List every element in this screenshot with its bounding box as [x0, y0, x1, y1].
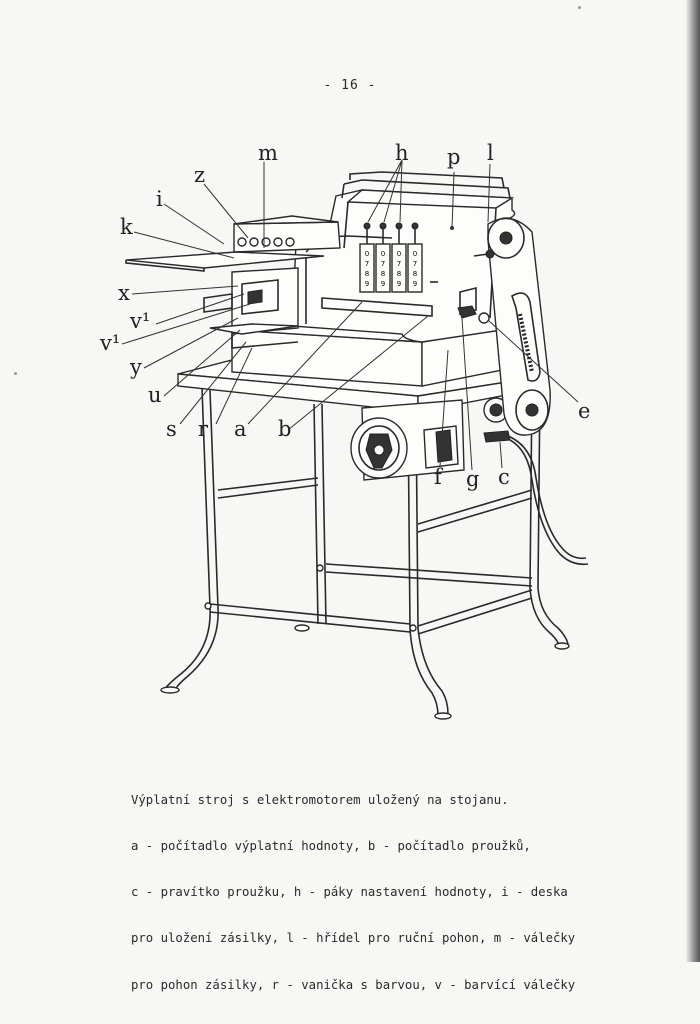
label-f: f: [434, 465, 444, 489]
counter-digit: 9: [365, 280, 369, 288]
figure-labels: m h p l z i k x v¹ v¹ y u s r a b e f g …: [99, 141, 590, 491]
figure-caption: Výplatní stroj s elektromotorem uložený …: [131, 762, 651, 1024]
leader-lines: [121, 159, 579, 471]
label-e: e: [578, 399, 590, 423]
label-b: b: [278, 417, 291, 441]
label-k: k: [120, 215, 133, 239]
caption-line: c - pravítko proužku, h - páky nastavení…: [131, 885, 568, 900]
label-i: i: [156, 187, 163, 211]
caption-line: Výplatní stroj s elektromotorem uložený …: [131, 792, 509, 807]
counter-digit: 8: [397, 270, 401, 278]
label-l: l: [487, 141, 494, 165]
counter-digit: 7: [365, 260, 369, 268]
counter-digit: 8: [365, 270, 369, 278]
counter-digit: 8: [381, 270, 385, 278]
value-counter: 0 7 8 9 0 7 8 9 0 7 8 9 0 7 8 9: [359, 222, 423, 293]
label-a: a: [234, 417, 247, 441]
stand: [160, 383, 570, 720]
label-h: h: [395, 141, 409, 165]
scan-speck: [14, 372, 17, 375]
caption-line: a - počítadlo výplatní hodnoty, b - počí…: [131, 839, 531, 854]
caption-line: pro uložení zásilky, l - hřídel pro ručn…: [131, 931, 576, 946]
page-edge-shadow: [686, 0, 700, 962]
counter-digit: 7: [381, 260, 385, 268]
label-z: z: [194, 163, 205, 187]
label-p: p: [447, 145, 460, 169]
label-y: y: [129, 355, 142, 379]
counter-digit: 9: [397, 280, 401, 288]
scanned-page: - 16 -: [14, 0, 700, 992]
motor: [350, 397, 589, 566]
label-v2: v¹: [99, 331, 120, 355]
scan-speck: [578, 6, 581, 9]
page-number: - 16 -: [323, 78, 377, 93]
label-r: r: [198, 417, 209, 441]
counter-digit: 0: [365, 250, 369, 258]
label-s: s: [166, 417, 177, 441]
label-m: m: [258, 141, 278, 165]
label-u: u: [148, 383, 162, 407]
crank-belt: [473, 217, 551, 436]
counter-digit: 9: [381, 280, 385, 288]
counter-digit: 7: [397, 260, 401, 268]
machine-illustration: 0 7 8 9 0 7 8 9 0 7 8 9 0 7 8 9: [92, 128, 632, 740]
counter-digit: 0: [397, 250, 401, 258]
label-g: g: [466, 467, 479, 491]
counter-digit: 8: [413, 270, 417, 278]
counter-digit: 9: [413, 280, 417, 288]
caption-line: pro pohon zásilky, r - vanička s barvou,…: [131, 977, 576, 992]
label-v1: v¹: [129, 309, 150, 333]
machine-drawing: 0 7 8 9 0 7 8 9 0 7 8 9 0 7 8 9: [99, 141, 590, 720]
counter-digit: 0: [413, 250, 417, 258]
label-c: c: [498, 465, 510, 489]
feed-unit: [125, 215, 341, 349]
label-x: x: [118, 281, 130, 305]
counter-digit: 7: [413, 260, 417, 268]
counter-digit: 0: [381, 250, 385, 258]
